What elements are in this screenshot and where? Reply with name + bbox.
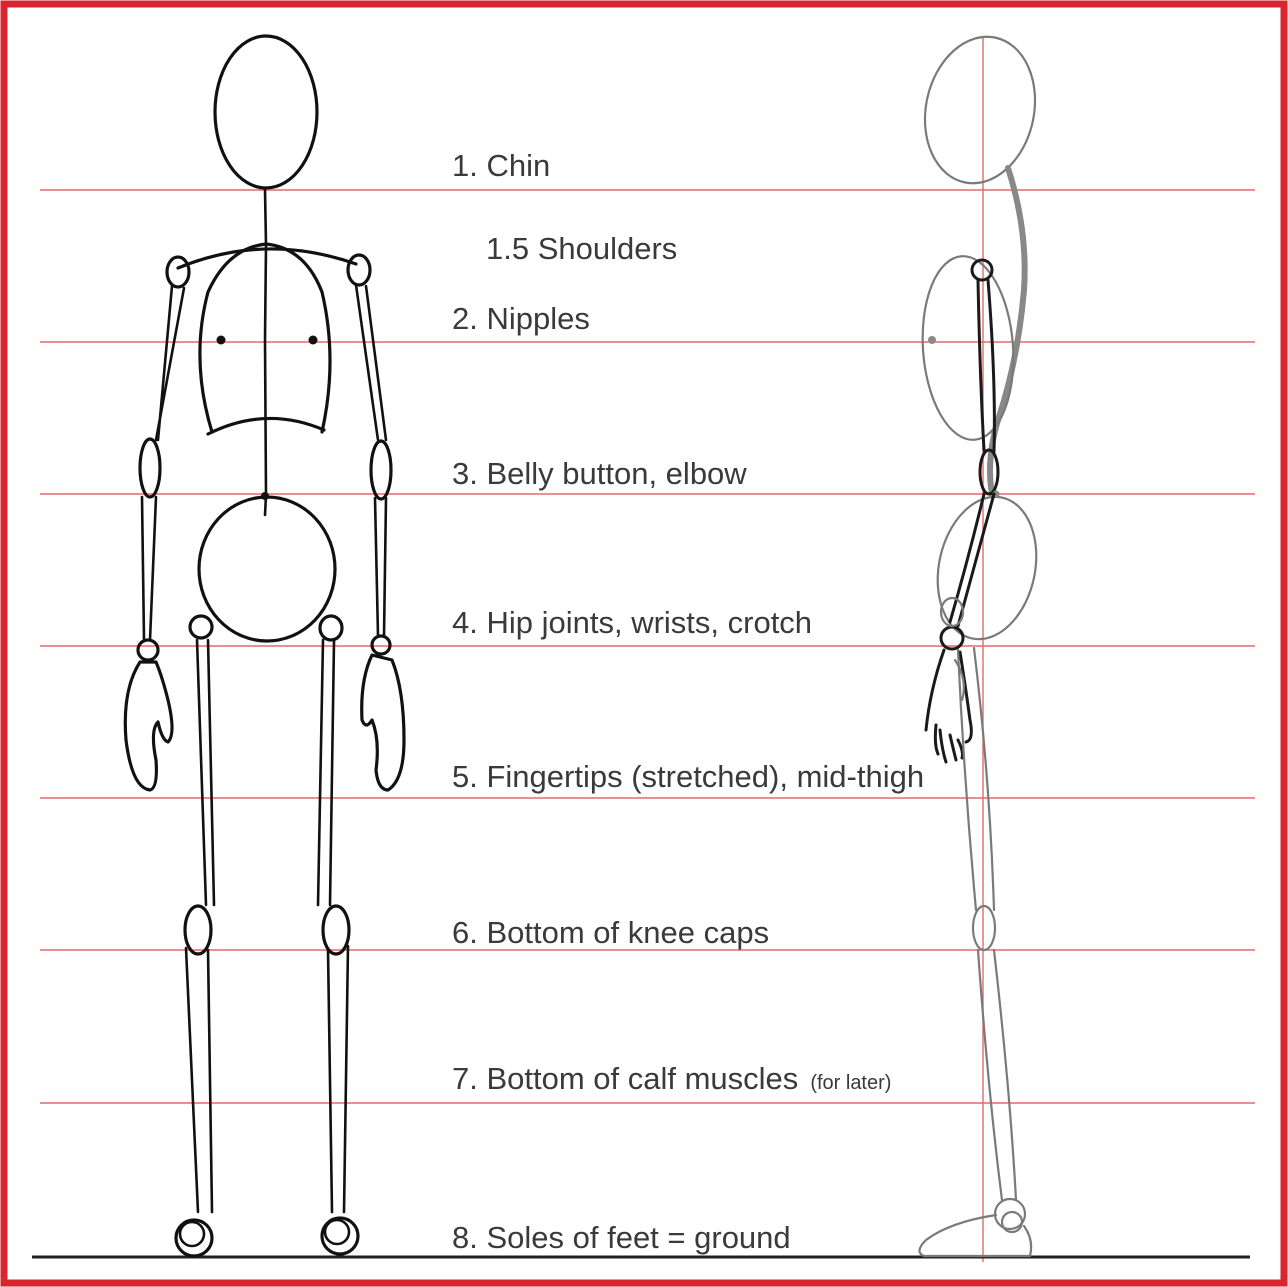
front-wrist-right — [372, 636, 390, 654]
label-shoulders: 1.5 Shoulders — [486, 231, 677, 266]
side-ribcage — [917, 253, 1020, 443]
front-hip-joint-right — [320, 616, 342, 640]
front-upper-arm-left — [156, 286, 184, 440]
front-shoulder-joint-left — [167, 257, 189, 287]
side-ankle — [995, 1199, 1025, 1229]
front-thigh-left — [197, 640, 214, 905]
label-calves-note: (for later) — [810, 1072, 891, 1094]
front-upper-arm-right — [356, 285, 386, 440]
side-forearm — [950, 494, 994, 626]
front-forearm-left — [142, 497, 156, 640]
label-calves: 7. Bottom of calf muscles (for later) — [452, 1061, 891, 1096]
side-foot — [919, 1215, 1031, 1256]
front-hand-left — [125, 662, 172, 790]
side-knee — [973, 906, 995, 950]
front-foot-left-inner — [180, 1222, 204, 1246]
front-elbow-right — [371, 441, 391, 499]
label-soles: 8. Soles of feet = ground — [452, 1220, 791, 1255]
front-spine — [265, 190, 266, 515]
label-hips: 4. Hip joints, wrists, crotch — [452, 605, 812, 640]
front-nipple-right — [309, 336, 318, 345]
front-wrist-left — [138, 640, 158, 660]
label-nipples: 2. Nipples — [452, 301, 590, 336]
front-foot-right-inner — [325, 1220, 349, 1244]
front-shoulder-joint-right — [348, 255, 370, 285]
side-pelvis — [925, 488, 1049, 649]
label-calves-main: 7. Bottom of calf muscles — [452, 1061, 798, 1096]
front-elbow-left — [140, 439, 160, 497]
front-forearm-right — [375, 498, 386, 636]
label-chin: 1. Chin — [452, 148, 550, 183]
front-knee-left — [185, 906, 211, 954]
front-pelvis — [199, 497, 335, 641]
side-head — [912, 26, 1048, 193]
front-hip-joint-left — [190, 616, 212, 638]
front-head — [215, 36, 317, 188]
front-knee-right — [323, 906, 349, 954]
front-shin-right — [328, 946, 348, 1212]
side-nipple-dot — [928, 336, 936, 344]
side-upper-arm — [978, 280, 994, 452]
front-thigh-right — [318, 640, 334, 905]
side-hand — [926, 650, 971, 762]
label-fingertips: 5. Fingertips (stretched), mid-thigh — [452, 759, 924, 794]
label-knees: 6. Bottom of knee caps — [452, 915, 769, 950]
front-shin-left — [186, 948, 212, 1212]
guide-lines — [40, 190, 1255, 1103]
stick-figure-side — [912, 26, 1049, 1256]
labels: 1. Chin 1.5 Shoulders 2. Nipples 3. Bell… — [452, 148, 924, 1255]
front-hand-right — [362, 655, 404, 790]
label-belly: 3. Belly button, elbow — [452, 456, 747, 491]
front-nipple-left — [217, 336, 226, 345]
